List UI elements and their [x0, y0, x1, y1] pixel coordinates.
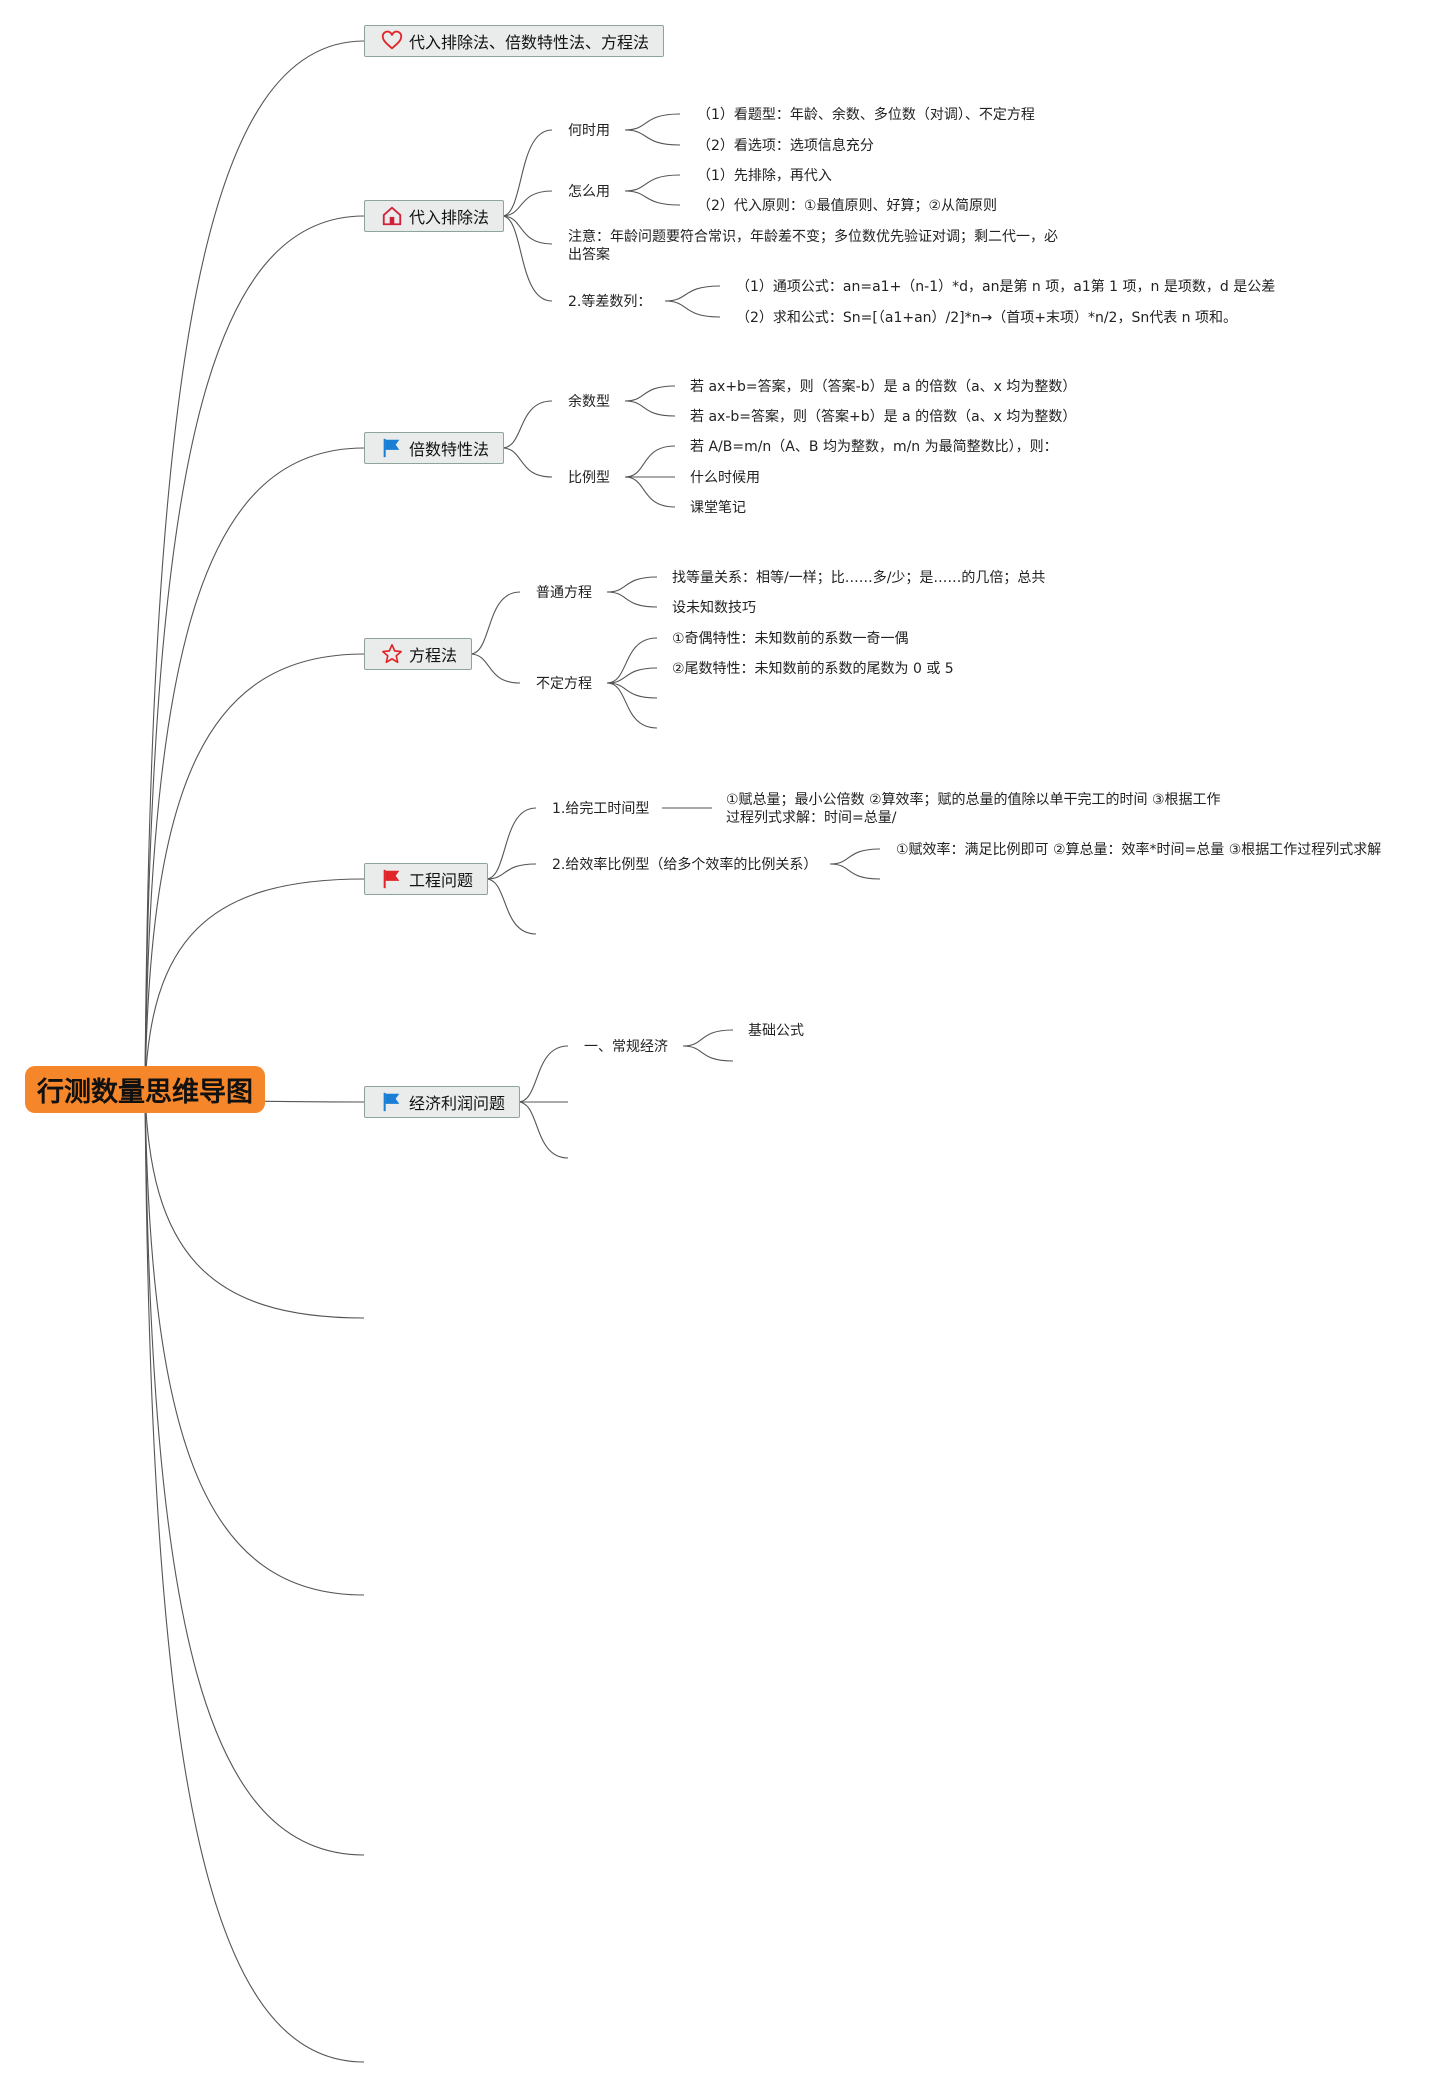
topic-overview[interactable]: 代入排除法、倍数特性法、方程法: [364, 25, 665, 57]
connector: [682, 1045, 734, 1062]
connector: [664, 300, 721, 318]
topic-equation[interactable]: 方程法: [364, 638, 473, 670]
connector: [485, 807, 537, 880]
when-item-1[interactable]: （1）看题型：年龄、余数、多位数（对调）、不定方程: [697, 107, 1035, 123]
topic-substitution[interactable]: 代入排除法: [364, 200, 505, 232]
connector: [624, 174, 681, 192]
connector: [624, 190, 681, 206]
econ-a-label[interactable]: 一、常规经济: [584, 1039, 668, 1055]
eng-a-label[interactable]: 1.给完工时间型: [552, 801, 650, 817]
arith-label[interactable]: 2.等差数列：: [568, 294, 652, 310]
indef-eq-item-2[interactable]: ②尾数特性：未知数前的系数的尾数为 0 或 5: [672, 661, 954, 677]
connector: [624, 129, 681, 146]
connector: [517, 1045, 569, 1103]
eng-a-detail[interactable]: ①赋总量；最小公倍数 ②算效率；赋的总量的值除以单干完工的时间 ③根据工作过程列…: [726, 792, 1221, 826]
connector: [485, 878, 537, 935]
ratio-item-2[interactable]: 什么时候用: [690, 470, 760, 486]
topic-label: 方程法: [409, 646, 458, 665]
connector: [501, 190, 553, 217]
ratio-item-3[interactable]: 课堂笔记: [690, 500, 746, 516]
blue-flag-icon: [381, 437, 403, 459]
star-icon: [381, 643, 403, 665]
indef-eq-label[interactable]: 不定方程: [536, 676, 592, 692]
econ-a-item-1[interactable]: 基础公式: [748, 1023, 804, 1039]
when-label[interactable]: 何时用: [568, 123, 610, 139]
connector: [501, 400, 553, 449]
root-topic[interactable]: 行测数量思维导图: [25, 1066, 265, 1113]
topic-engineering[interactable]: 工程问题: [364, 863, 489, 895]
connector: [501, 215, 553, 245]
topic-label: 经济利润问题: [409, 1094, 506, 1113]
root-connector: [144, 653, 365, 1091]
connector: [624, 400, 676, 417]
connector: [606, 576, 658, 593]
topic-label: 工程问题: [409, 871, 474, 890]
connector: [624, 476, 676, 508]
how-label[interactable]: 怎么用: [568, 184, 610, 200]
connector: [606, 682, 658, 729]
ratio-item-1[interactable]: 若 A/B=m/n（A、B 均为整数，m/n 为最简整数比），则：: [690, 439, 1058, 455]
connector: [624, 385, 676, 402]
connector: [829, 848, 881, 865]
connector: [501, 215, 553, 302]
connector: [606, 591, 658, 608]
root-connector: [144, 1089, 365, 2063]
topic-label: 代入排除法: [409, 208, 490, 227]
blue-flag-icon: [381, 1091, 403, 1113]
root-connector: [144, 1089, 365, 1856]
how-item-2[interactable]: （2）代入原则：①最值原则、好算；②从简原则: [697, 198, 998, 214]
red-flag-icon: [381, 868, 403, 890]
root-connector: [144, 215, 365, 1091]
home-icon: [381, 205, 403, 227]
root-connector: [144, 447, 365, 1091]
arith-item-2[interactable]: （2）求和公式：Sn=[（a1+an）/2]*n→（首项+末项）*n/2，Sn代…: [736, 310, 1237, 326]
root-connector: [144, 40, 365, 1091]
connector: [469, 591, 521, 655]
remainder-item-1[interactable]: 若 ax+b=答案，则（答案-b）是 a 的倍数（a、x 均为整数）: [690, 379, 1077, 395]
ratio-label[interactable]: 比例型: [568, 470, 610, 486]
when-item-2[interactable]: （2）看选项：选项信息充分: [697, 138, 874, 154]
normal-eq-label[interactable]: 普通方程: [536, 585, 592, 601]
eng-b-detail[interactable]: ①赋效率：满足比例即可 ②算总量：效率*时间=总量 ③根据工作过程列式求解: [896, 842, 1382, 858]
connector: [624, 113, 681, 131]
eng-b-label[interactable]: 2.给效率比例型（给多个效率的比例关系）: [552, 857, 818, 873]
connector: [829, 863, 881, 880]
connector: [469, 653, 521, 684]
connector: [606, 637, 658, 684]
topic-label: 代入排除法、倍数特性法、方程法: [409, 33, 650, 52]
arith-item-1[interactable]: （1）通项公式：an=a1+（n-1）*d，an是第 n 项，a1第 1 项，n…: [736, 279, 1276, 295]
remainder-item-2[interactable]: 若 ax-b=答案，则（答案+b）是 a 的倍数（a、x 均为整数）: [690, 409, 1077, 425]
root-connector: [144, 1089, 365, 1319]
topic-economy[interactable]: 经济利润问题: [364, 1086, 521, 1118]
connector: [517, 1101, 569, 1159]
topic-multiple[interactable]: 倍数特性法: [364, 432, 505, 464]
connector: [501, 129, 553, 217]
normal-eq-item-2[interactable]: 设未知数技巧: [672, 600, 756, 616]
topic-label: 倍数特性法: [409, 440, 490, 459]
how-item-1[interactable]: （1）先排除，再代入: [697, 168, 832, 184]
connector: [606, 667, 658, 684]
connector: [485, 863, 537, 880]
remainder-label[interactable]: 余数型: [568, 394, 610, 410]
root-connector: [144, 878, 365, 1091]
connector: [501, 447, 553, 478]
indef-eq-item-1[interactable]: ①奇偶特性：未知数前的系数一奇一偶: [672, 631, 909, 647]
normal-eq-item-1[interactable]: 找等量关系：相等/一样；比……多/少；是……的几倍；总共: [672, 570, 1046, 586]
connector: [682, 1029, 734, 1047]
connector: [624, 445, 676, 478]
connector: [606, 682, 658, 699]
heart-icon: [381, 30, 403, 52]
note-text[interactable]: 注意：年龄问题要符合常识，年龄差不变；多位数优先验证对调；剩二代一，必出答案: [568, 229, 1058, 263]
root-connector: [144, 1089, 365, 1596]
connector: [664, 285, 721, 302]
